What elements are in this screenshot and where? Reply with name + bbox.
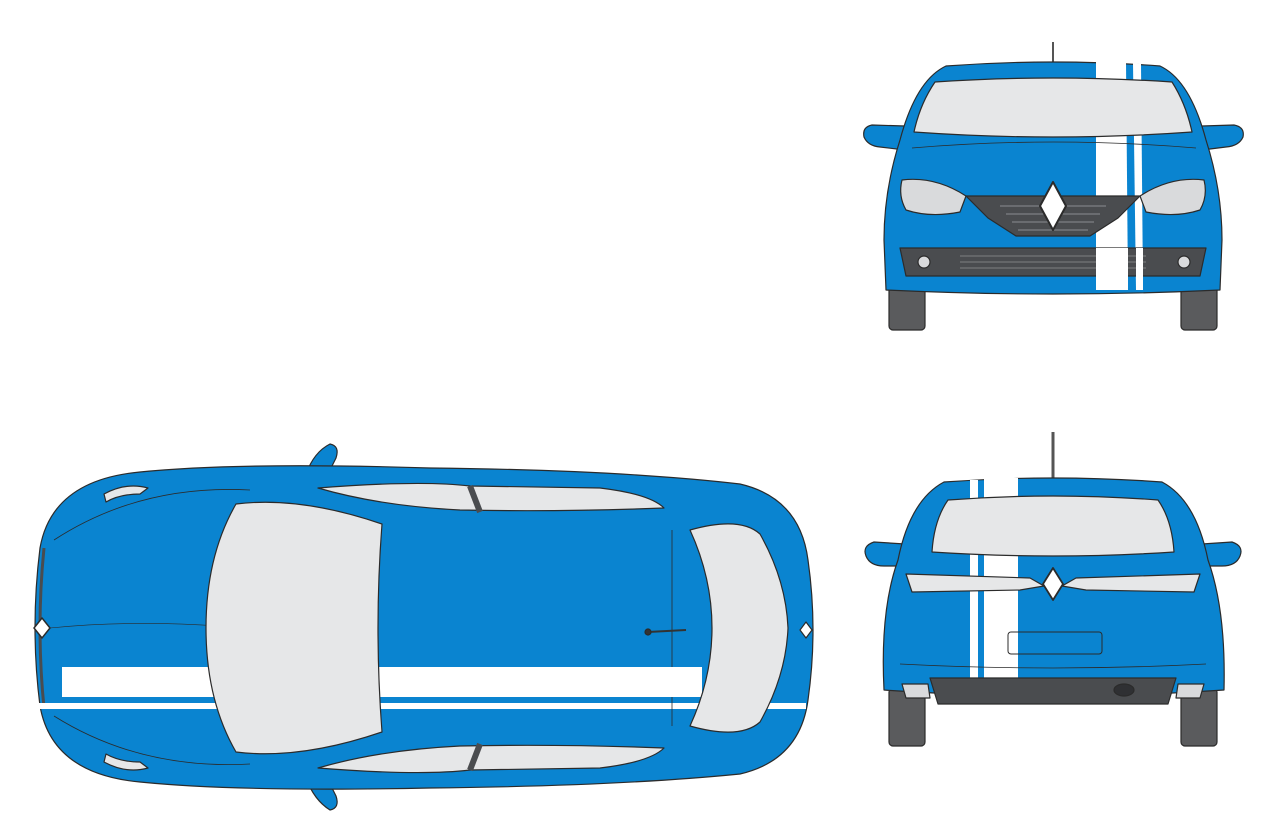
top-right-headlight	[103, 753, 149, 771]
top-windshield	[205, 501, 383, 755]
diamond-logo-icon	[33, 617, 51, 639]
top-left-headlight	[103, 485, 149, 503]
front-stripe-lower-thin	[1136, 248, 1143, 288]
top-upper-b-pillar	[467, 484, 483, 514]
front-right-headlight	[1139, 178, 1206, 216]
diamond-logo-icon	[1042, 567, 1064, 601]
top-hood-crease	[49, 623, 221, 629]
rear-bumper-line	[899, 663, 1207, 669]
top-lower-side-window	[317, 744, 665, 774]
top-rear-window	[689, 523, 789, 733]
front-left-headlight	[900, 178, 967, 216]
rear-window	[931, 495, 1175, 557]
top-view	[33, 443, 814, 811]
rear-right-mirror	[1201, 541, 1242, 567]
rear-diffuser	[929, 677, 1177, 705]
front-left-foglight	[917, 255, 931, 269]
front-right-mirror	[1201, 124, 1244, 151]
top-upper-side-window	[317, 482, 665, 512]
top-stripe-wide-roof	[384, 667, 684, 697]
front-left-mirror	[863, 124, 906, 151]
rear-left-taillight	[905, 573, 1045, 593]
top-lower-b-pillar	[467, 742, 483, 772]
rear-left-reflector	[901, 683, 931, 699]
front-hood-line	[911, 141, 1197, 149]
rear-left-mirror	[864, 541, 906, 567]
rear-exhaust	[1113, 683, 1135, 697]
front-view	[863, 42, 1244, 331]
diamond-logo-icon	[1039, 181, 1067, 231]
rear-plate-recess	[1007, 631, 1103, 655]
front-stripe-lower-wide	[1096, 248, 1128, 288]
rear-right-reflector	[1175, 683, 1205, 699]
top-hood-line-lower	[53, 715, 251, 765]
top-antenna-base	[644, 628, 652, 636]
rear-view	[864, 432, 1242, 747]
rear-right-taillight	[1061, 573, 1201, 593]
top-hood-line	[53, 489, 251, 541]
top-stripe-thin	[36, 703, 806, 709]
diamond-logo-icon	[799, 621, 813, 639]
front-right-foglight	[1177, 255, 1191, 269]
top-antenna	[647, 629, 687, 633]
front-windshield	[913, 77, 1193, 138]
top-body	[34, 465, 814, 790]
